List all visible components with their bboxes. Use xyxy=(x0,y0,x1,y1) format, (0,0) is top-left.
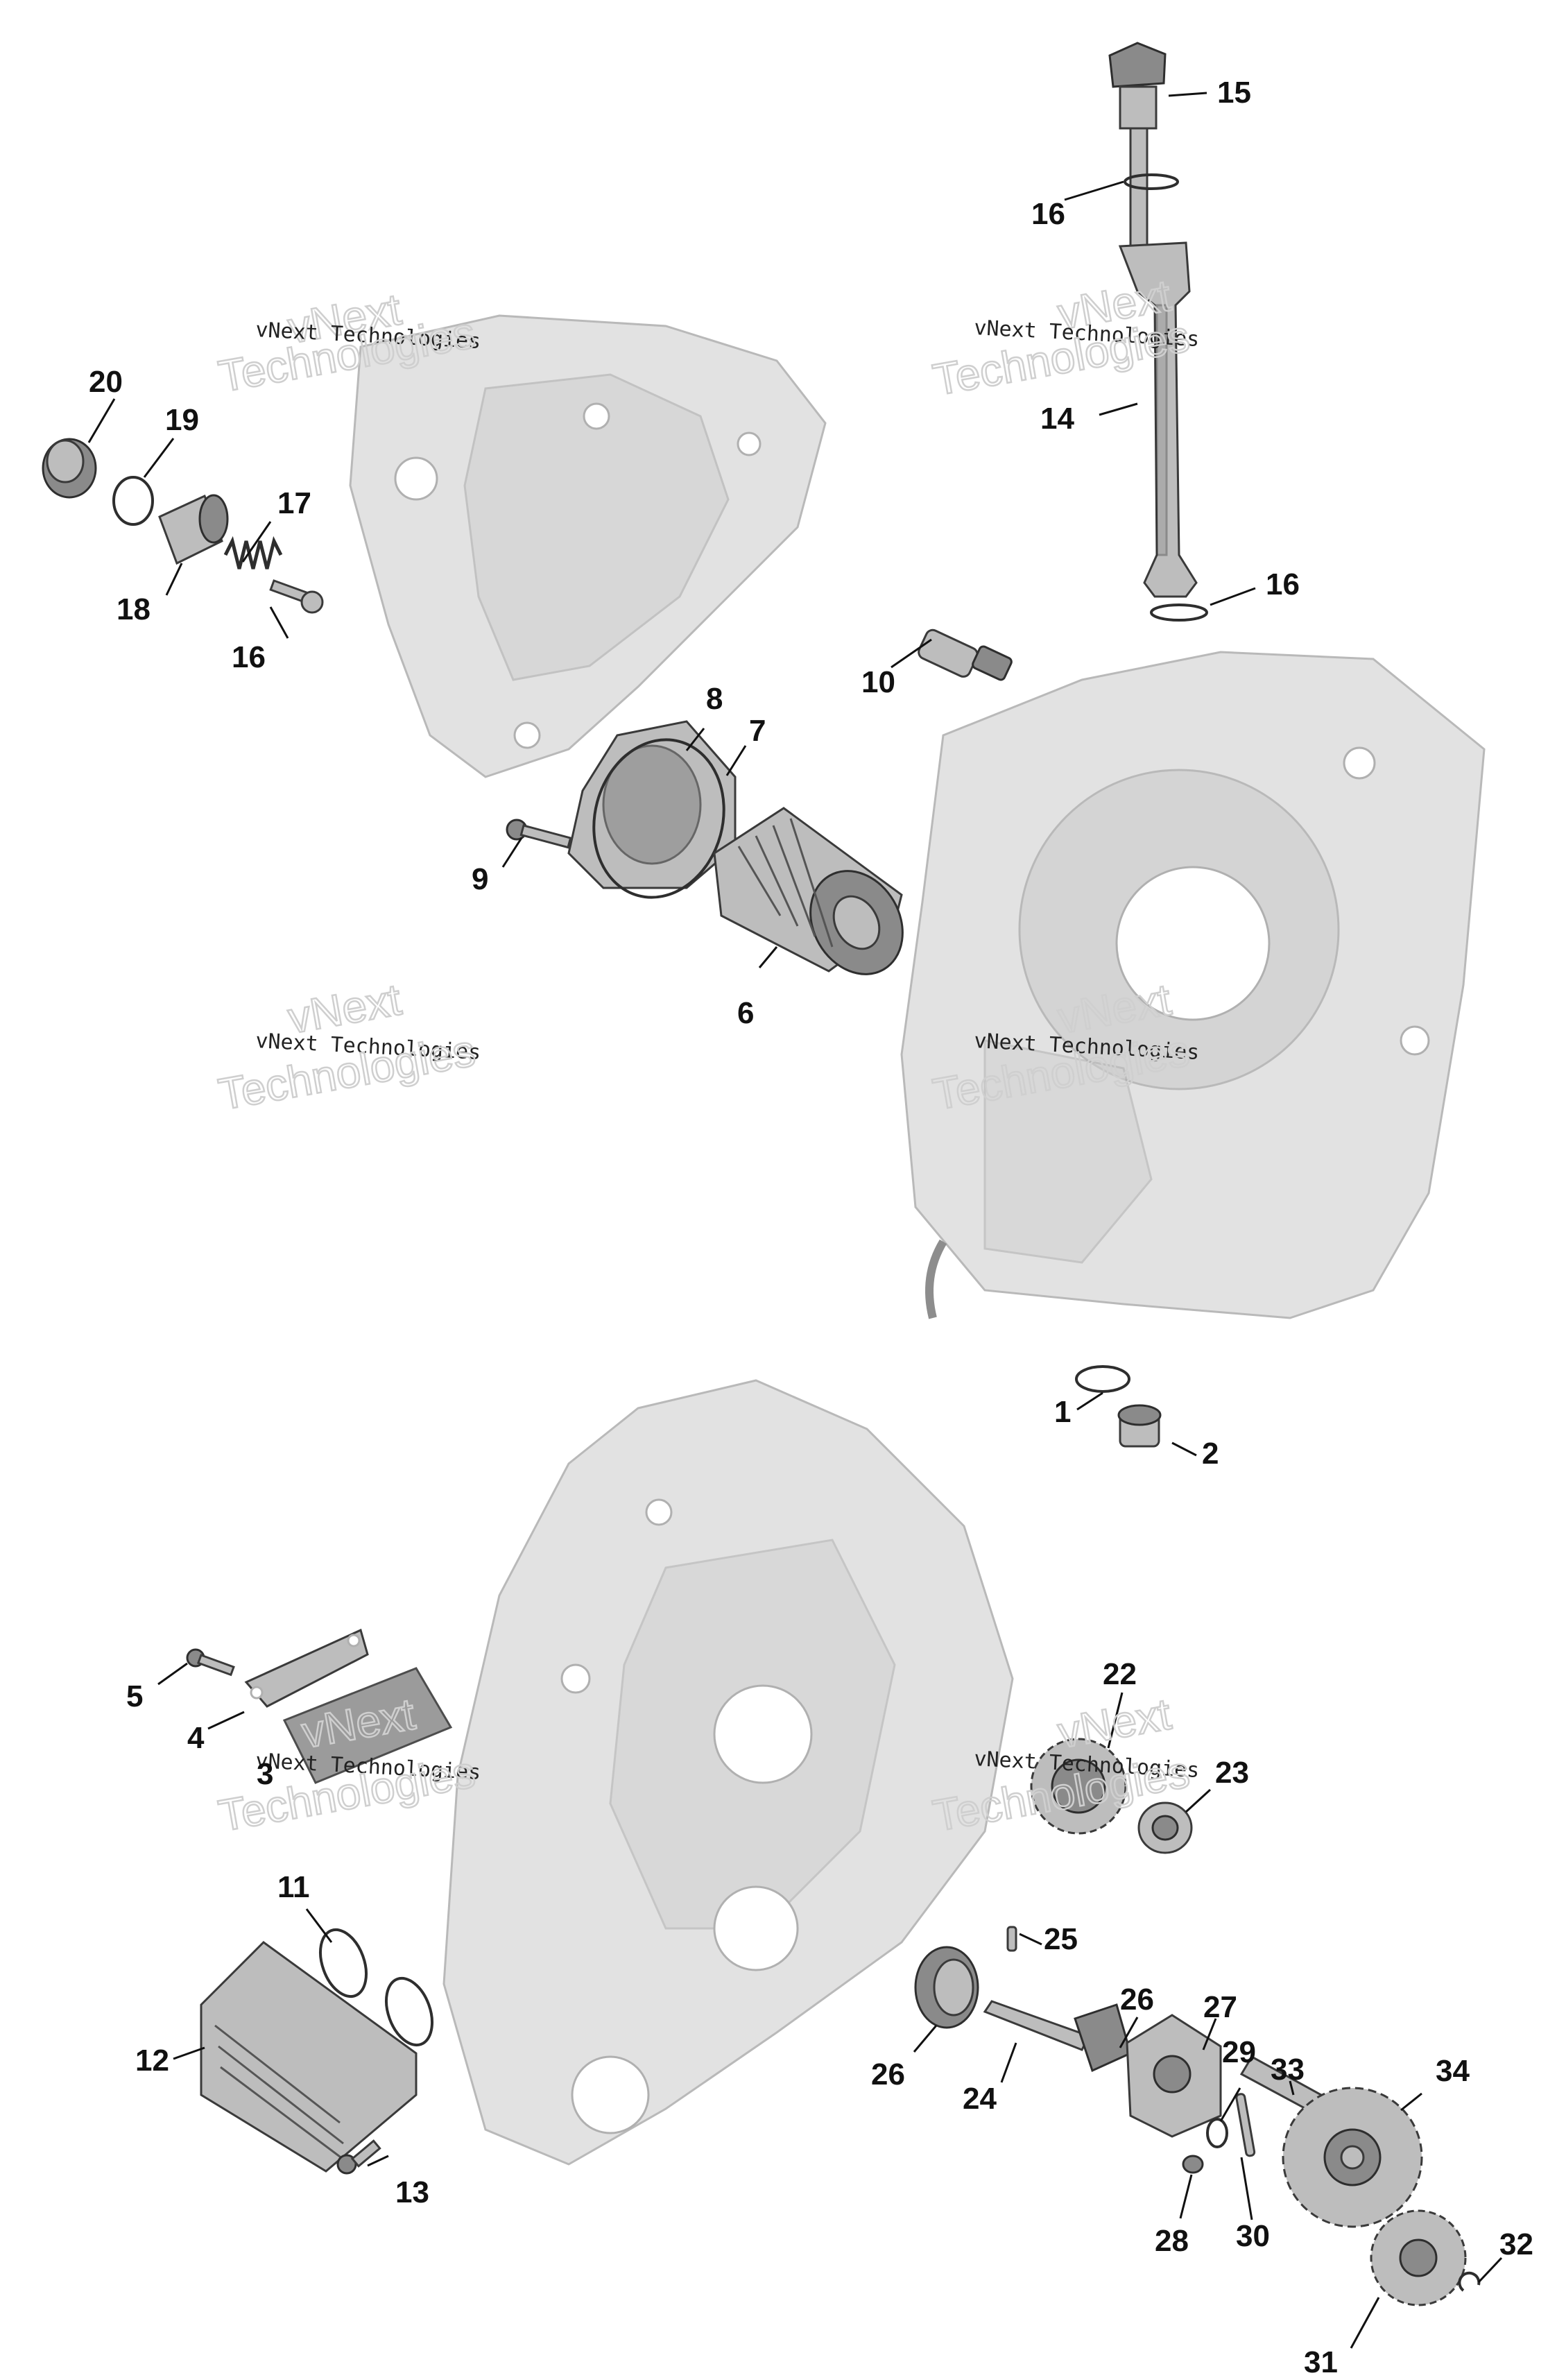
gasket-part-3 xyxy=(282,1667,453,1784)
svg-text:vNext: vNext xyxy=(1054,1688,1175,1757)
callout-22: 22 xyxy=(1103,1657,1137,1691)
bolt-part-9 xyxy=(506,819,572,849)
callout-21: 20 xyxy=(89,365,123,399)
callout-28: 28 xyxy=(1155,2224,1189,2258)
o-ring-part-29 xyxy=(1206,2118,1228,2148)
spring-part-18 xyxy=(223,536,283,570)
callout-32: 32 xyxy=(1499,2227,1533,2261)
oil-cooler-gasket-part-11 xyxy=(319,1928,433,2047)
callout-11: 11 xyxy=(277,1870,310,1904)
callout-9: 9 xyxy=(472,862,488,896)
callout-20: 19 xyxy=(165,403,199,437)
valve-piston-part-17 xyxy=(269,579,324,614)
pump-shaft-part-24 xyxy=(983,2000,1091,2051)
pump-cover-part-27 xyxy=(1126,2014,1222,2138)
bolt-part-13 xyxy=(336,2139,381,2175)
leader-lines xyxy=(87,92,1503,2349)
callout-15: 15 xyxy=(1217,76,1251,110)
watermark-mid-left: vNext vNext Technologies Technologies xyxy=(214,973,481,1120)
drive-gear-part-34 xyxy=(1282,2087,1423,2228)
callout-31: 31 xyxy=(1304,2345,1338,2379)
callout-27: 27 xyxy=(1203,1990,1237,2024)
callout-7: 7 xyxy=(749,714,766,748)
retaining-clip-part-32 xyxy=(1458,2271,1481,2292)
bearing-part-23 xyxy=(1137,1801,1193,1854)
oil-filter-part-6 xyxy=(713,807,904,975)
callout-17: 16 xyxy=(232,640,266,674)
callout-12: 12 xyxy=(135,2044,169,2078)
callout-1: 1 xyxy=(1054,1395,1071,1429)
callout-6: 6 xyxy=(737,996,754,1030)
gear-part-22 xyxy=(1030,1738,1127,1835)
o-ring-part-16-upper xyxy=(1124,173,1179,190)
callout-30: 30 xyxy=(1236,2219,1270,2253)
callout-13: 13 xyxy=(395,2175,429,2209)
callout-29: 29 xyxy=(1222,2035,1256,2069)
callout-3: 3 xyxy=(257,1757,273,1791)
callout-4: 4 xyxy=(187,1721,205,1755)
bolt-part-5 xyxy=(186,1648,235,1677)
callout-18: 17 xyxy=(277,486,311,520)
callout-25: 25 xyxy=(1044,1922,1078,1956)
oil-pressure-switch-part-10 xyxy=(918,628,1013,681)
callout-26-right: 26 xyxy=(1120,1983,1154,2017)
oil-cooler-part-12 xyxy=(200,1941,418,2173)
dipstick-tube-part-14 xyxy=(1118,241,1198,598)
callout-10: 10 xyxy=(861,665,895,699)
upper-left-crankcase-cover xyxy=(349,314,827,778)
drain-plug-part-2 xyxy=(1117,1404,1162,1448)
dipstick-cap-part-15 xyxy=(1108,42,1167,248)
o-ring-part-16-lower xyxy=(1150,603,1208,622)
lower-crankcase-half xyxy=(442,1379,1014,2166)
plug-part-21 xyxy=(42,438,97,499)
outer-rotor-part-26 xyxy=(914,1946,979,2029)
callout-5: 5 xyxy=(126,1679,143,1713)
callout-34: 34 xyxy=(1436,2054,1470,2088)
dowel-part-30 xyxy=(1235,2093,1256,2157)
callout-24: 24 xyxy=(963,2082,997,2116)
callout-33: 33 xyxy=(1271,2053,1305,2087)
callout-2: 2 xyxy=(1202,1437,1219,1471)
sleeve-part-19 xyxy=(158,494,229,565)
callout-8: 8 xyxy=(706,682,723,716)
o-ring-part-1 xyxy=(1075,1365,1130,1393)
callout-26-left: 26 xyxy=(871,2057,905,2091)
callout-14: 14 xyxy=(1040,402,1074,436)
callout-16-lower: 16 xyxy=(1266,567,1300,601)
cover-plate-part-4 xyxy=(244,1628,369,1708)
o-ring-part-7 xyxy=(592,738,725,899)
oil-filter-cover-part-8 xyxy=(567,720,737,889)
driven-gear-part-31 xyxy=(1370,2209,1467,2306)
callout-23: 23 xyxy=(1215,1756,1249,1790)
callout-labels: 15 16 14 16 20 19 17 18 16 10 8 7 9 6 1 … xyxy=(89,76,1533,2379)
callout-16-upper: 16 xyxy=(1031,197,1065,231)
pin-part-25 xyxy=(1006,1926,1017,1952)
callout-19: 18 xyxy=(117,592,150,626)
o-ring-part-20 xyxy=(112,476,154,526)
screw-part-28 xyxy=(1182,2155,1204,2174)
right-crankcase-half xyxy=(900,651,1486,1319)
